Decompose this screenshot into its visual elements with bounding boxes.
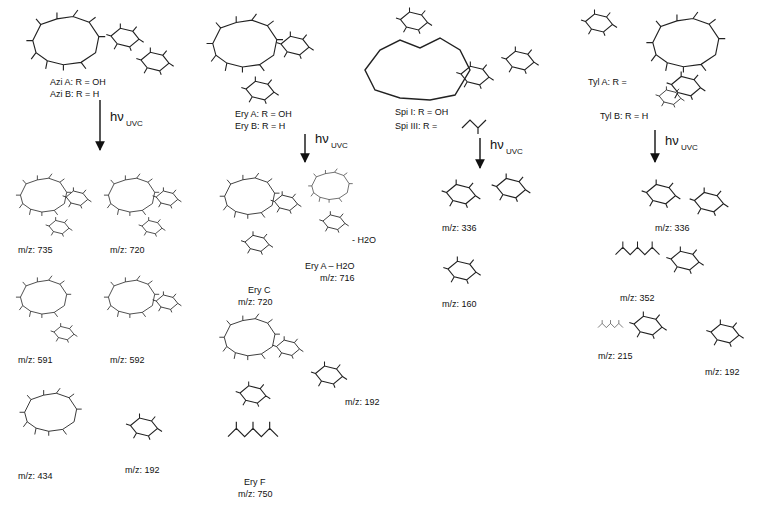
mass-label: m/z: 720 [238,298,273,308]
compound-label: Azi A: R = OH [50,78,106,88]
compound-label: Ery C [248,286,271,296]
mass-label: m/z: 735 [18,246,53,256]
compound-label: Azi B: R = H [50,90,99,100]
light-label: hν [665,134,679,148]
compound-label: Ery B: R = H [235,122,285,132]
mass-label: m/z: 192 [125,466,160,476]
reaction-note: - H2O [352,236,376,246]
mass-label: m/z: 352 [620,294,655,304]
mass-label: m/z: 192 [705,368,740,378]
compound-label: Tyl A: R = [588,78,627,88]
light-subscript: UVC [126,120,143,129]
compound-label: Spi III: R = [395,122,437,132]
mass-label: m/z: 591 [18,356,53,366]
light-subscript: UVC [331,142,348,151]
mass-label: m/z: 336 [442,224,477,234]
compound-label: Spi I: R = OH [395,108,448,118]
mass-label: m/z: 716 [320,274,355,284]
compound-label: Ery F [244,478,266,488]
compound-label: Ery A – H2O [305,262,355,272]
mass-label: m/z: 720 [110,246,145,256]
mass-label: m/z: 160 [442,300,477,310]
light-label: hν [315,132,329,146]
light-subscript: UVC [681,144,698,153]
compound-label: Tyl B: R = H [600,112,648,122]
mass-label: m/z: 434 [18,472,53,482]
mass-label: m/z: 215 [598,352,633,362]
light-label: hν [110,110,124,124]
light-subscript: UVC [506,148,523,157]
mass-label: m/z: 750 [238,490,273,500]
mass-label: m/z: 336 [655,224,690,234]
compound-label: Ery A: R = OH [235,110,292,120]
light-label: hν [490,138,504,152]
mass-label: m/z: 592 [110,356,145,366]
mass-label: m/z: 192 [345,398,380,408]
